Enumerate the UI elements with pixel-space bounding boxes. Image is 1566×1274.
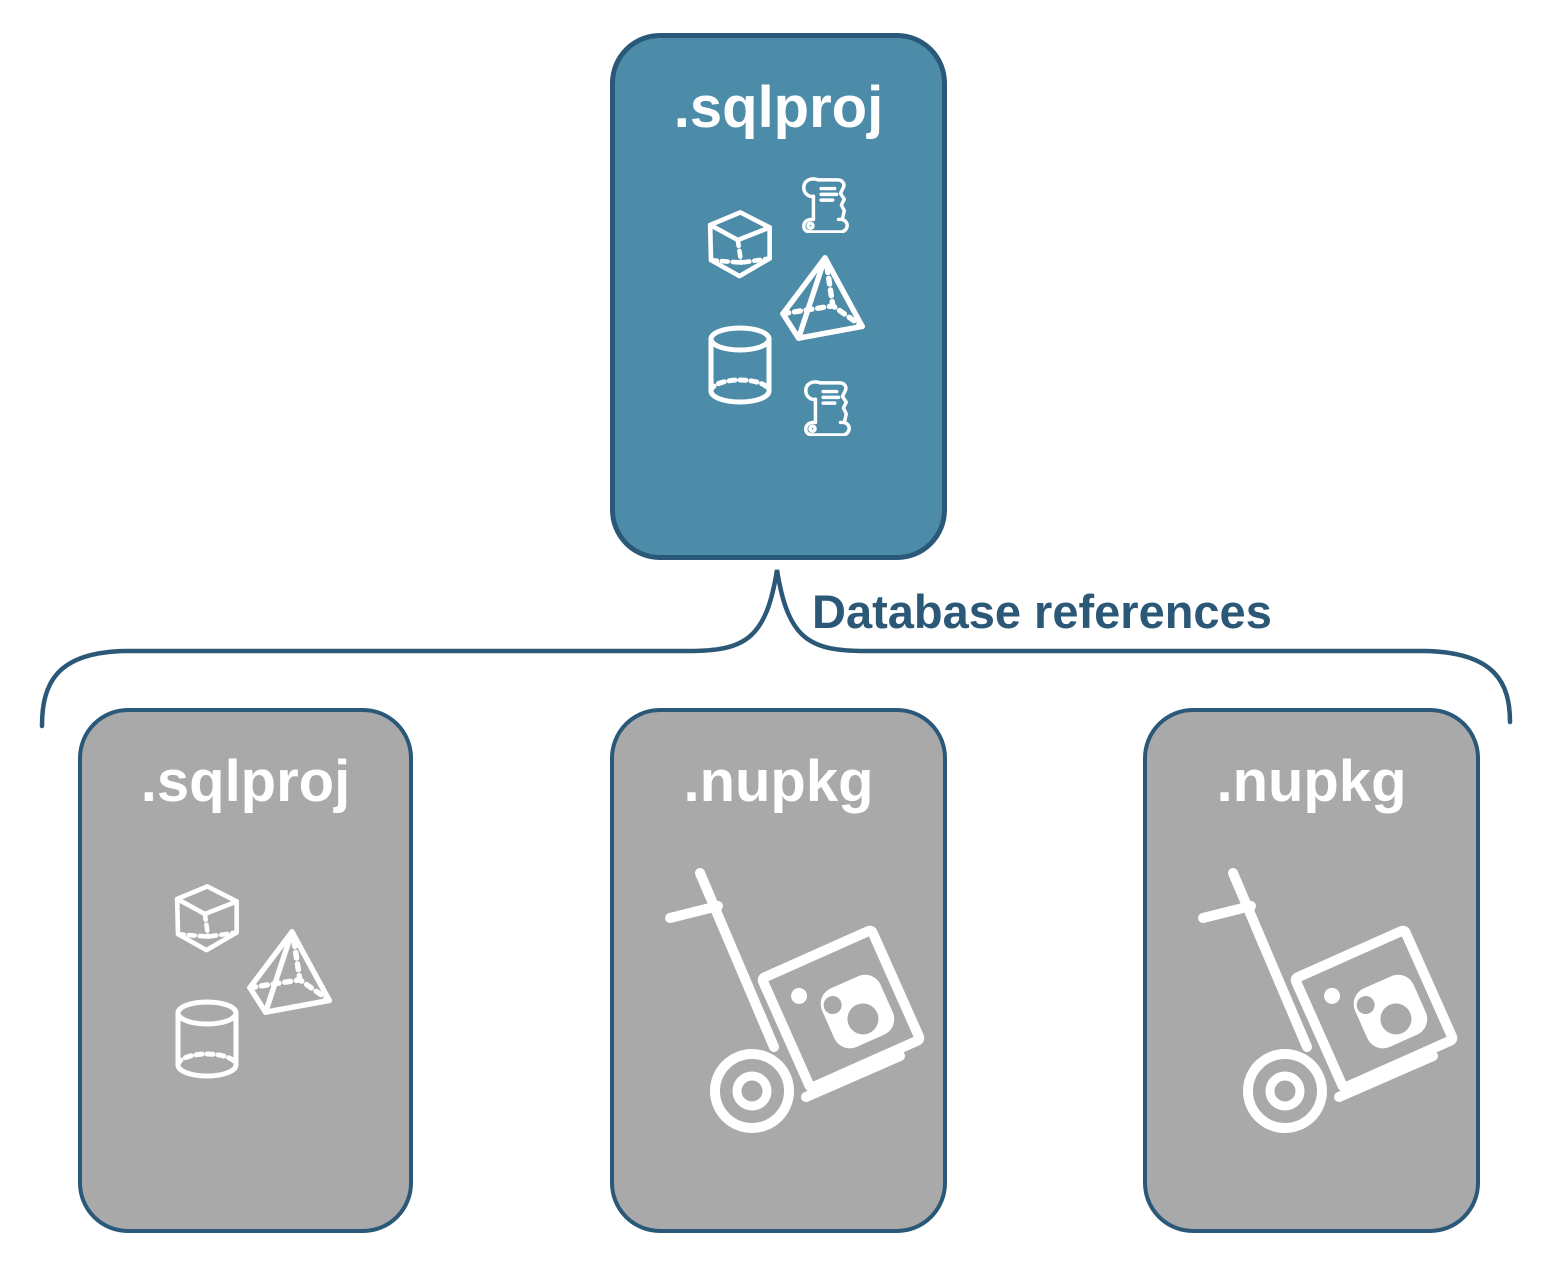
nuget-dolly-icon: [634, 844, 947, 1174]
child-box-title: .sqlproj: [140, 749, 351, 814]
cylinder-icon: [706, 325, 774, 405]
child-box-nupkg-1: .nupkg: [610, 708, 947, 1233]
cylinder-icon: [173, 999, 241, 1079]
child-box-sqlproj: .sqlproj: [78, 708, 413, 1233]
nuget-dolly-icon: [1167, 844, 1480, 1174]
child-box-nupkg-2: .nupkg: [1143, 708, 1480, 1233]
child-box-title: .nupkg: [1216, 749, 1407, 814]
pyramid-icon: [238, 924, 346, 1022]
parent-box-sqlproj: .sqlproj: [610, 33, 947, 560]
connector-label: Database references: [812, 585, 1272, 638]
parent-box-title: .sqlproj: [673, 75, 884, 140]
scroll-icon: [800, 378, 854, 436]
pyramid-icon: [771, 250, 879, 348]
child-box-title: .nupkg: [683, 749, 874, 814]
scroll-icon: [798, 175, 852, 233]
